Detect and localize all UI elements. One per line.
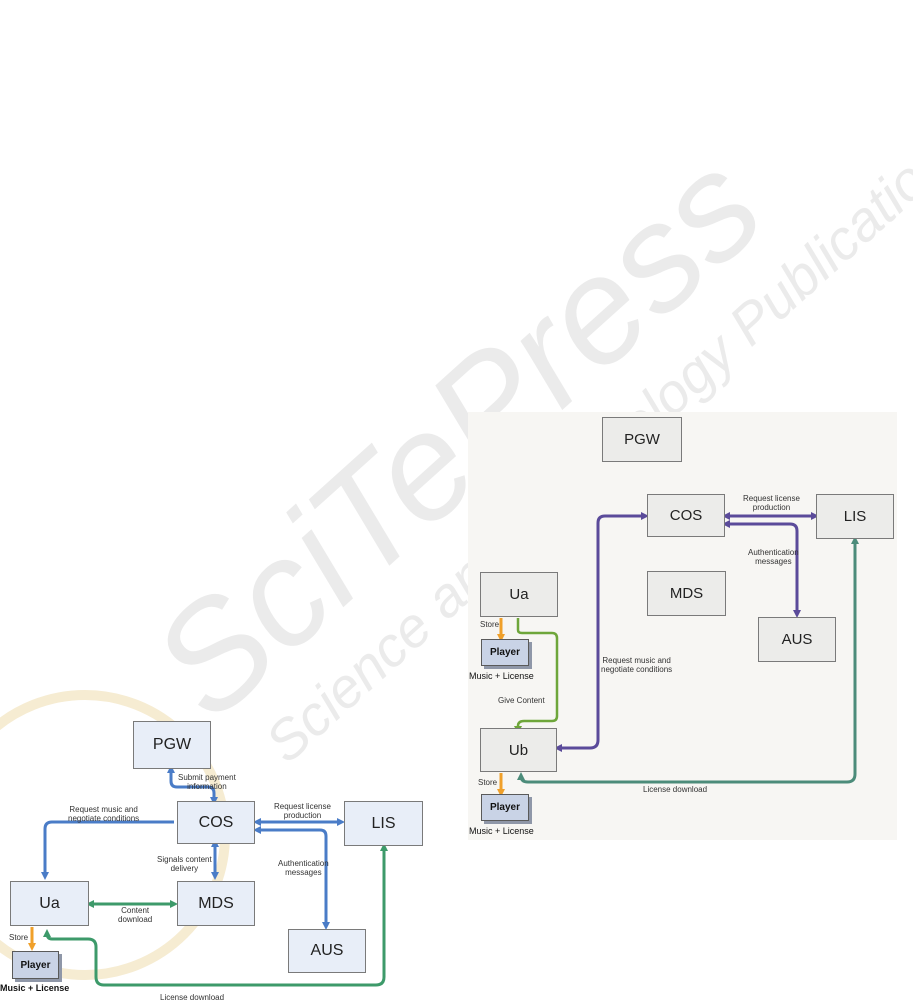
mds-label: MDS bbox=[198, 894, 234, 912]
cos-box: COS bbox=[177, 801, 255, 844]
store-label-ub: Store bbox=[478, 778, 498, 787]
mds-label: MDS bbox=[669, 585, 704, 602]
player-box: Player bbox=[12, 951, 59, 979]
arrow-pgw-cos bbox=[167, 765, 218, 805]
lis-box: LIS bbox=[344, 801, 423, 846]
content-download-label: Content download bbox=[118, 906, 153, 924]
diagram-left: PGW COS LIS Ua MDS AUS Player Music + Li… bbox=[0, 715, 430, 1006]
request-license-label: Request license production bbox=[274, 802, 331, 820]
diagram-left-arrows bbox=[28, 765, 388, 987]
aus-box: AUS bbox=[288, 929, 366, 973]
request-music-label: Request music and negotiate conditions bbox=[68, 805, 140, 823]
authentication-label: Authentication messages bbox=[748, 548, 799, 566]
music-license-caption-ua: Music + License bbox=[469, 671, 534, 681]
license-download-label: License download bbox=[643, 785, 708, 794]
ua-box: Ua bbox=[480, 572, 558, 617]
submit-payment-label: Submit payment information bbox=[178, 773, 236, 791]
player-label: Player bbox=[20, 959, 51, 971]
pgw-label: PGW bbox=[624, 431, 660, 448]
lis-label: LIS bbox=[843, 508, 867, 525]
mds-box: MDS bbox=[177, 881, 255, 926]
pgw-box: PGW bbox=[602, 417, 682, 462]
player-label-ub: Player bbox=[489, 802, 521, 813]
cos-box: COS bbox=[647, 494, 725, 537]
store-label-ua: Store bbox=[480, 620, 500, 629]
license-download-label: License download bbox=[160, 993, 225, 1002]
signals-content-label: Signals content delivery bbox=[157, 855, 212, 873]
aus-label: AUS bbox=[781, 631, 813, 648]
cos-label: COS bbox=[669, 507, 703, 524]
ua-box: Ua bbox=[10, 881, 89, 926]
mds-box: MDS bbox=[647, 571, 726, 616]
give-content-label: Give Content bbox=[498, 696, 545, 705]
music-license-caption-ub: Music + License bbox=[469, 826, 534, 836]
player-label-ua: Player bbox=[489, 647, 521, 658]
ub-label: Ub bbox=[508, 741, 529, 759]
arrow-cos-aus bbox=[253, 826, 330, 930]
arrow-license-download bbox=[517, 536, 859, 784]
request-music-label: Request music and negotiate conditions bbox=[601, 656, 673, 674]
pgw-label: PGW bbox=[152, 736, 192, 753]
ub-box: Ub bbox=[480, 728, 557, 772]
lis-label: LIS bbox=[371, 814, 396, 832]
lis-box: LIS bbox=[816, 494, 894, 539]
arrow-cos-ub bbox=[554, 512, 649, 752]
arrow-license-download bbox=[43, 843, 388, 987]
ua-label: Ua bbox=[509, 586, 529, 603]
authentication-label: Authentication messages bbox=[278, 859, 329, 877]
music-license-caption: Music + License bbox=[0, 983, 70, 993]
cos-label: COS bbox=[198, 813, 234, 831]
arrow-cos-ua bbox=[41, 820, 174, 880]
arrow-cos-aus bbox=[722, 520, 801, 618]
diagram-right-arrows bbox=[497, 512, 859, 797]
aus-box: AUS bbox=[758, 617, 836, 662]
player-box-ua: Player bbox=[481, 639, 529, 666]
player-box-ub: Player bbox=[481, 794, 529, 821]
ua-label: Ua bbox=[39, 894, 60, 912]
request-license-label: Request license production bbox=[743, 494, 800, 512]
aus-label: AUS bbox=[310, 942, 344, 959]
store-label: Store bbox=[9, 933, 29, 942]
diagram-right: PGW COS LIS Ua MDS AUS Ub Player Music +… bbox=[468, 412, 897, 840]
pgw-box: PGW bbox=[133, 721, 211, 769]
